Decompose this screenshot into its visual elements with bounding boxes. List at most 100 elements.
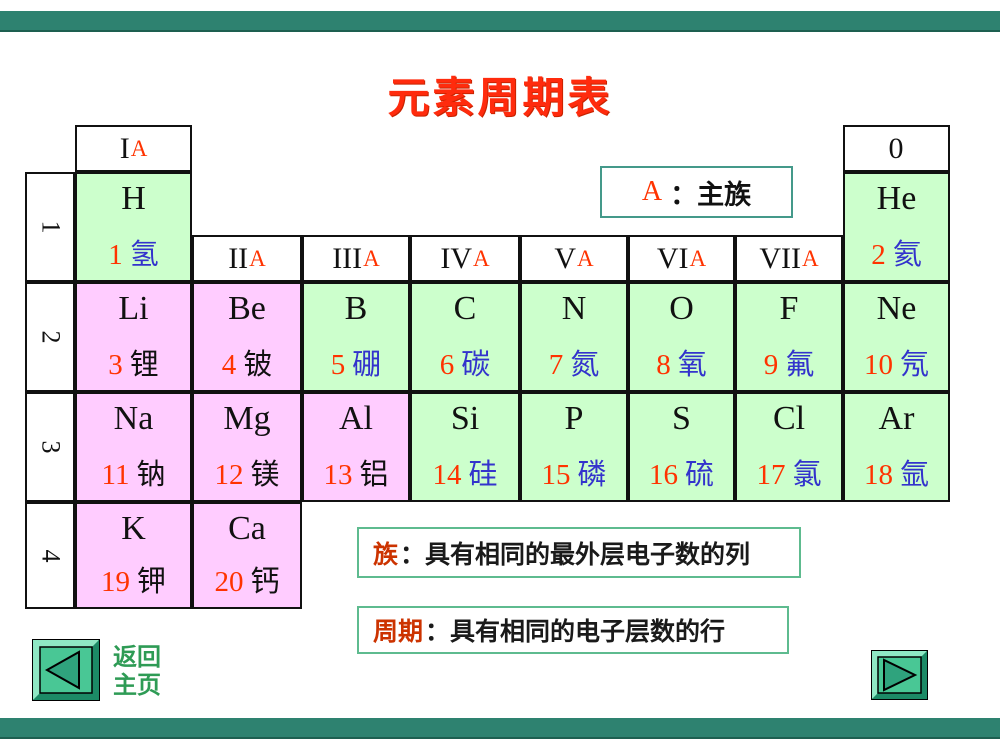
element-name: 钾 xyxy=(136,566,166,598)
element-symbol: P xyxy=(564,400,584,437)
element-number: 3 xyxy=(108,349,123,381)
element-name: 镁 xyxy=(250,459,280,491)
period-number: 1 xyxy=(36,220,65,234)
element-symbol: H xyxy=(121,180,146,217)
group-header-sub: A xyxy=(577,245,594,271)
group-header-sub: A xyxy=(689,245,707,271)
period-number: 3 xyxy=(36,440,65,454)
element-number: 8 xyxy=(656,349,671,381)
element-symbol: Si xyxy=(450,400,480,437)
element-number: 2 xyxy=(871,239,886,271)
element-symbol: Li xyxy=(118,290,149,327)
element-symbol: S xyxy=(672,400,691,437)
element-name: 磷 xyxy=(577,459,607,491)
element-number: 6 xyxy=(439,349,455,381)
element-number: 10 xyxy=(863,349,893,381)
element-number: 9 xyxy=(763,349,779,381)
group-header-main: VI xyxy=(656,241,689,275)
element-name: 铍 xyxy=(243,349,273,381)
group-header-sub: A xyxy=(130,135,148,161)
back-home-line1: 返回 xyxy=(113,644,161,671)
element-number: 18 xyxy=(863,459,893,491)
element-symbol: Be xyxy=(228,290,266,327)
forward-button[interactable] xyxy=(871,650,928,700)
element-symbol: F xyxy=(779,290,799,327)
group-header-main: IV xyxy=(440,241,473,275)
back-home-link[interactable]: 返回 主页 xyxy=(113,644,161,699)
element-symbol: Al xyxy=(339,400,373,437)
element-name: 硅 xyxy=(468,459,498,491)
group-note-box: 族：具有相同的最外层电子数的列 xyxy=(357,527,801,578)
element-name: 氯 xyxy=(792,459,822,491)
element-number: 1 xyxy=(108,239,123,271)
element-symbol: Ar xyxy=(878,400,915,437)
group-header-main: 0 xyxy=(888,131,904,165)
group-note-text: ：具有相同的最外层电子数的列 xyxy=(400,540,751,569)
forward-arrow-icon xyxy=(871,650,928,700)
group-header-main: I xyxy=(119,131,130,165)
element-name: 钙 xyxy=(250,566,280,598)
element-symbol: He xyxy=(876,180,917,217)
element-number: 16 xyxy=(648,459,678,491)
page-title: 元素周期表 xyxy=(387,74,613,121)
element-number: 13 xyxy=(323,459,353,491)
element-name: 铝 xyxy=(359,459,389,491)
element-name: 氧 xyxy=(677,349,707,381)
element-number: 11 xyxy=(101,459,130,491)
element-symbol: K xyxy=(121,510,146,547)
element-name: 锂 xyxy=(129,349,159,381)
group-header-sub: A xyxy=(802,245,819,271)
element-symbol: B xyxy=(344,290,368,327)
element-number: 15 xyxy=(541,459,571,491)
period-number: 4 xyxy=(36,549,65,562)
element-symbol: Ca xyxy=(228,510,266,547)
group-note-head: 族 xyxy=(373,540,399,569)
group-header-main: VII xyxy=(759,241,802,275)
group-header-main: II xyxy=(228,241,249,275)
period-note-box: 周期：具有相同的电子层数的行 xyxy=(357,606,789,654)
element-number: 5 xyxy=(330,349,346,381)
element-number: 17 xyxy=(756,459,786,491)
group-header-sub: A xyxy=(473,245,490,271)
legend-a-label: A xyxy=(641,176,663,207)
element-number: 19 xyxy=(100,566,130,598)
group-header-0: 0 xyxy=(843,125,950,172)
element-name: 氢 xyxy=(129,239,159,271)
period-label-3: 3 xyxy=(25,392,75,502)
back-button[interactable] xyxy=(32,639,100,701)
main-group-legend: A：主族 xyxy=(600,166,793,218)
element-symbol: Cl xyxy=(772,400,806,437)
group-header-main: V xyxy=(554,241,577,275)
element-name: 氖 xyxy=(899,349,929,381)
legend-text: ：主族 xyxy=(670,179,752,210)
